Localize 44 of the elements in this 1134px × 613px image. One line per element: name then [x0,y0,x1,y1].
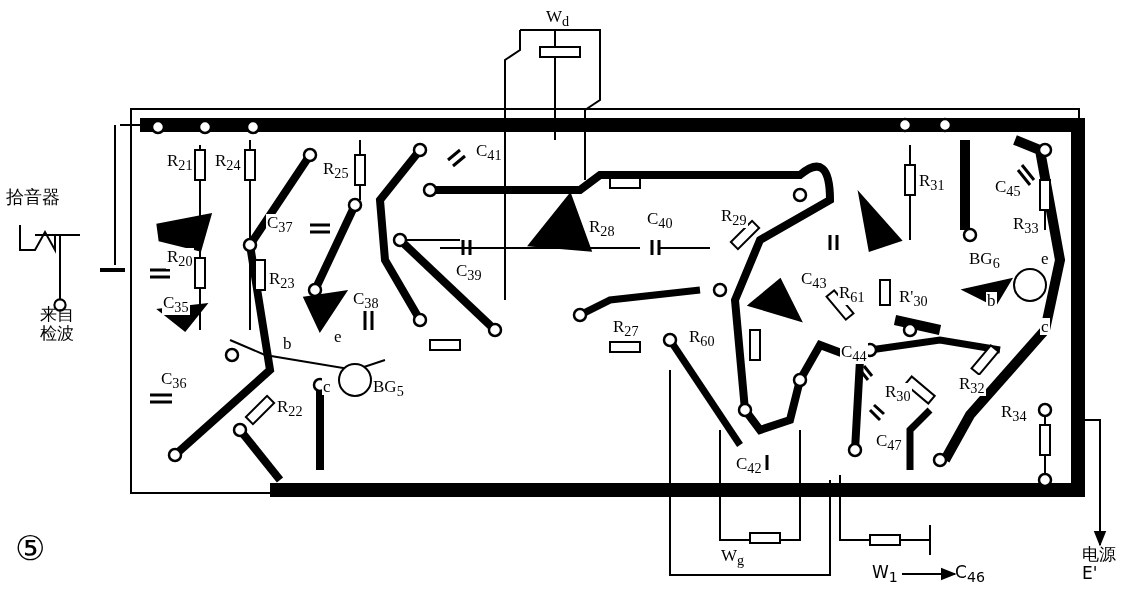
component-label: C$_{42}$ [735,455,763,476]
component-label: BG$_{6}$ [968,250,1001,271]
component-label: C$_{37}$ [266,214,294,235]
component-label: R$_{28}$ [588,218,616,239]
component-label: R$_{29}$ [720,207,748,228]
component-label: C$_{39}$ [455,262,483,283]
arrow [901,567,957,581]
component-label: R$_{61}$ [838,284,866,305]
component-label: R$_{27}$ [612,318,640,339]
component-label: R$_{25}$ [322,160,350,181]
component-label: c [1040,318,1050,335]
component-label: R$_{21}$ [166,152,194,173]
component-label: C$_{43}$ [800,270,828,291]
text-label: 电源E' [1082,545,1122,583]
component-label: C$_{47}$ [875,432,903,453]
component-label: R$_{30}$ [884,383,912,404]
component-label: R$_{34}$ [1000,403,1028,424]
component-label: W$_{d}$ [545,8,571,29]
component-label: C$_{40}$ [646,210,674,231]
component-label: C$_{38}$ [352,290,380,311]
component-label: b [986,292,997,309]
text-label: C$_{46}$ [955,563,995,586]
component-label: C$_{36}$ [160,370,188,391]
component-label: R$_{32}$ [958,375,986,396]
component-label: R'$_{30}$ [898,288,929,309]
component-label: R$_{60}$ [688,328,716,349]
component-label: C$_{44}$ [840,343,868,364]
component-label: R$_{33}$ [1012,215,1040,236]
component-label: R$_{23}$ [268,270,296,291]
component-label: R$_{24}$ [214,152,242,173]
connector-line [53,264,67,312]
component-label: R$_{20}$ [166,248,194,269]
component-label: BG$_{5}$ [372,378,405,399]
text-label: W$_{1}$ [872,563,902,586]
component-label: C$_{45}$ [994,178,1022,199]
component-label: b [282,335,293,352]
board-outline [130,108,1080,494]
component-label: c [322,378,332,395]
component-label: C$_{35}$ [162,294,190,315]
component-label: W$_{g}$ [720,547,746,568]
component-label: R$_{22}$ [276,398,304,419]
component-label: R$_{31}$ [918,172,946,193]
part-label: 拾音器 [5,188,61,206]
component-label: C$_{41}$ [475,142,503,163]
